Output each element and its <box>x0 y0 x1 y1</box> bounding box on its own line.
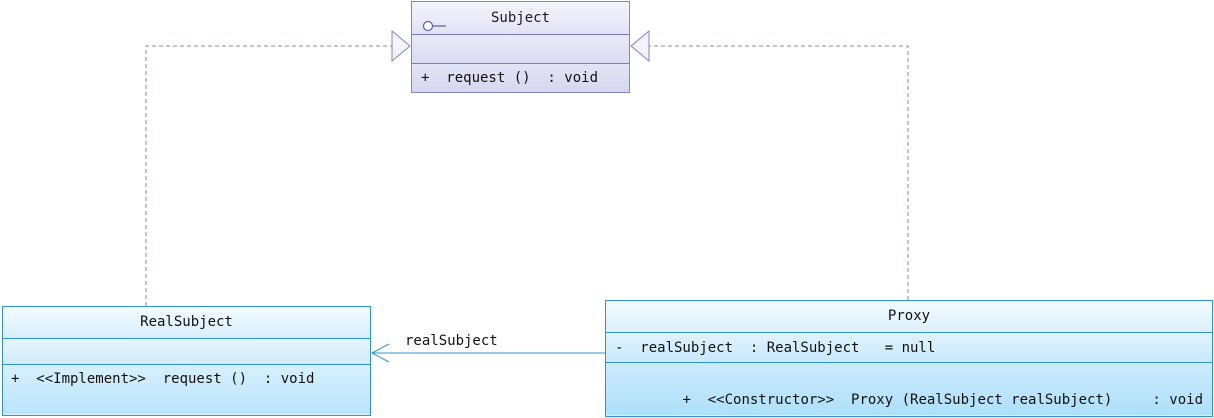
proxy-operations-compartment: + <<Constructor>> Proxy (RealSubject rea… <box>606 362 1212 418</box>
proxy-attribute-realsubject: - realSubject : RealSubject = null <box>606 332 1212 362</box>
realization-realsubject-to-subject <box>145 29 411 306</box>
subject-class-name: Subject <box>490 10 550 26</box>
realsubject-class-name: RealSubject <box>140 314 233 330</box>
proxy-operation-constructor-text: + <<Constructor>> Proxy (RealSubject rea… <box>682 392 1113 408</box>
realsubject-operation-request: + <<Implement>> request () : void <box>11 371 315 387</box>
class-box-proxy[interactable]: Proxy - realSubject : RealSubject = null… <box>605 300 1213 418</box>
realization-proxy-to-subject <box>630 29 909 300</box>
class-box-realsubject[interactable]: RealSubject + <<Implement>> request () :… <box>2 306 371 416</box>
realsubject-operations-compartment: + <<Implement>> request () : void <box>3 364 370 414</box>
subject-attributes-compartment <box>412 34 629 63</box>
realsubject-title-row: RealSubject <box>3 307 370 338</box>
proxy-operation-request-return: : void <box>1152 392 1203 408</box>
realsubject-attributes-compartment <box>3 338 370 364</box>
proxy-operation-constructor: + <<Constructor>> Proxy (RealSubject rea… <box>615 363 1212 408</box>
association-role-label: realSubject <box>405 333 498 349</box>
subject-title-row: Subject <box>412 2 629 34</box>
interface-lollipop-icon <box>422 12 448 32</box>
class-box-subject[interactable]: Subject + request () : void <box>411 1 630 93</box>
subject-operation-request: + request () : void <box>412 63 629 92</box>
proxy-operation-request: + <<Implement>> request () : void <box>615 388 1212 418</box>
proxy-class-name: Proxy <box>887 308 931 324</box>
proxy-title-row: Proxy <box>606 301 1212 332</box>
